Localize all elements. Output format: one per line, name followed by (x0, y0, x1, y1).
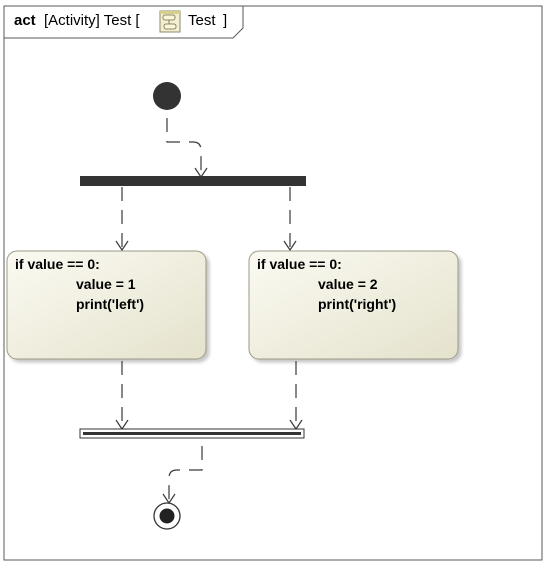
action-line: value = 1 (76, 276, 136, 292)
action-line: print('left') (76, 296, 144, 312)
action-line: print('right') (318, 296, 396, 312)
frame-title-tab (4, 6, 244, 39)
action-node-right[interactable]: if value == 0: value = 2 print('right') (248, 250, 459, 360)
control-flow-join-final (168, 446, 203, 502)
frame-label-prefix: [Activity] Test [ (44, 12, 140, 29)
frame-label-suffix: ] (223, 12, 227, 29)
action-node-left[interactable]: if value == 0: value = 1 print('left') (6, 250, 207, 360)
arrowhead-icon (115, 240, 129, 252)
fork-bar[interactable] (80, 176, 306, 186)
frame-keyword: act (14, 12, 36, 29)
activity-diagram-icon (159, 10, 181, 33)
action-line: if value == 0: (257, 256, 342, 272)
action-line: if value == 0: (15, 256, 100, 272)
initial-node[interactable] (153, 82, 181, 110)
frame-label-name: Test (188, 12, 216, 29)
action-line: value = 2 (318, 276, 378, 292)
activity-final-node[interactable] (153, 502, 181, 530)
arrowhead-icon (283, 240, 297, 252)
control-flow-initial-fork (166, 118, 202, 176)
join-bar[interactable] (79, 428, 305, 439)
